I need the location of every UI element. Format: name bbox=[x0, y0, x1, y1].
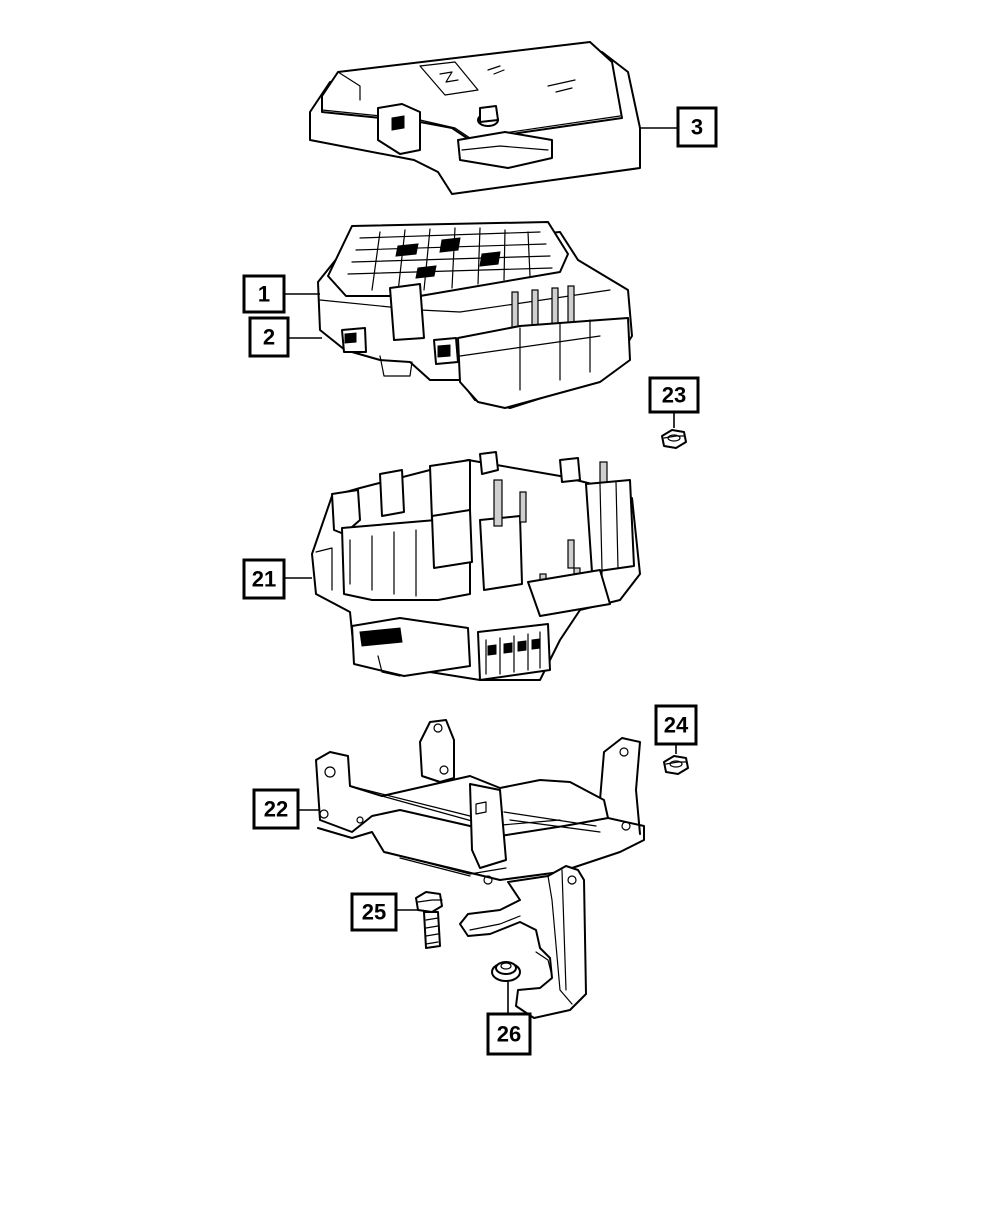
part-power-distribution-center bbox=[317, 221, 633, 409]
callout-23: 23 bbox=[648, 376, 700, 414]
callout-2-label: 2 bbox=[263, 325, 275, 350]
callout-21: 21 bbox=[242, 558, 286, 600]
callout-25-label: 25 bbox=[362, 900, 386, 925]
callout-23-label: 23 bbox=[662, 383, 686, 408]
callout-24: 24 bbox=[654, 704, 698, 746]
part-nut-24 bbox=[663, 755, 689, 775]
callout-3: 3 bbox=[676, 106, 718, 148]
part-module-tray bbox=[311, 451, 641, 681]
callout-2: 2 bbox=[248, 316, 290, 358]
callout-3-label: 3 bbox=[691, 115, 703, 140]
callout-22-label: 22 bbox=[264, 797, 288, 822]
part-nut-23 bbox=[661, 429, 687, 449]
callout-26: 26 bbox=[486, 1012, 532, 1056]
callout-26-label: 26 bbox=[497, 1022, 521, 1047]
part-bolt-25 bbox=[415, 891, 443, 949]
callout-1: 1 bbox=[242, 274, 286, 314]
part-nut-26 bbox=[491, 961, 521, 982]
callout-24-label: 24 bbox=[664, 713, 689, 738]
callout-22: 22 bbox=[252, 788, 300, 830]
part-mounting-bracket bbox=[315, 719, 645, 1019]
callout-21-label: 21 bbox=[252, 567, 276, 592]
callout-25: 25 bbox=[350, 892, 398, 932]
part-cover bbox=[309, 41, 641, 195]
callout-1-label: 1 bbox=[258, 282, 270, 307]
